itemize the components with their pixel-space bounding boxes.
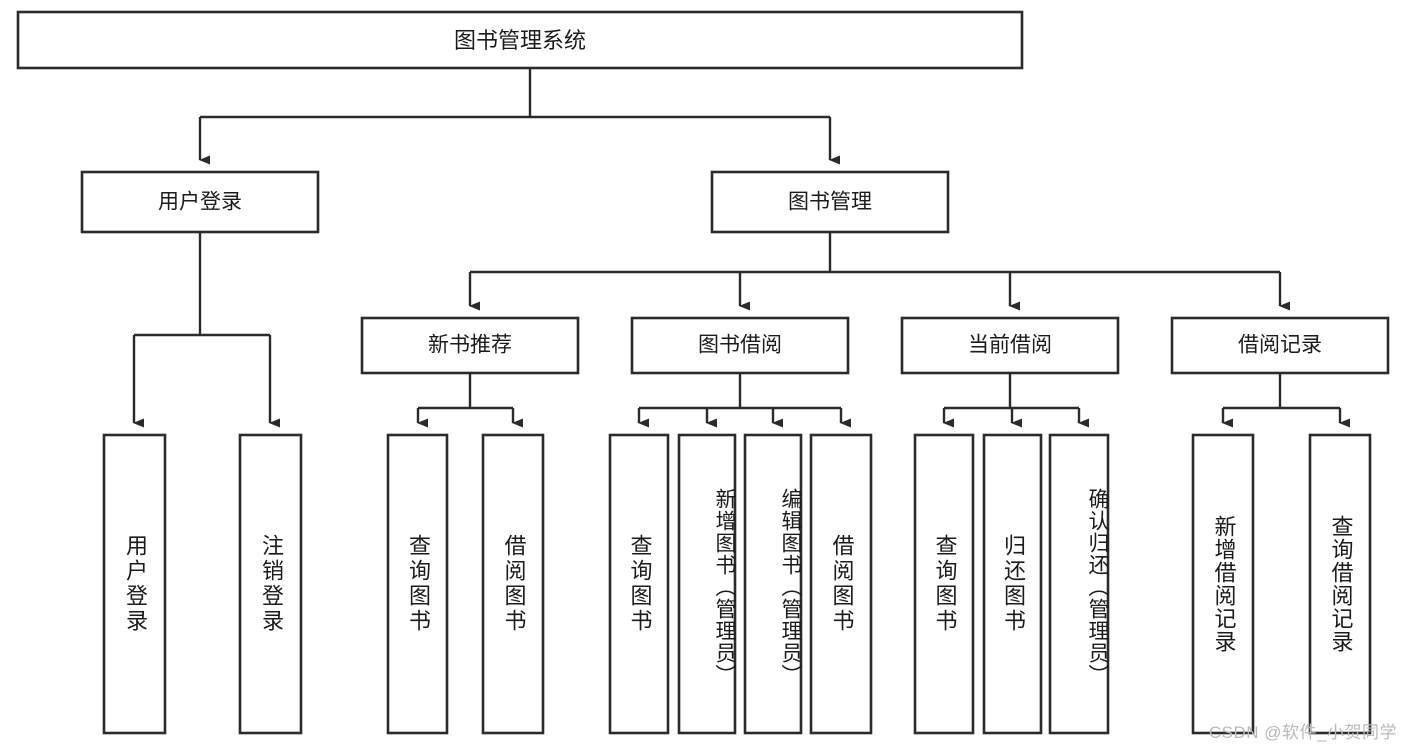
connector-layer — [132, 68, 1350, 428]
node-leaf-user-login[interactable] — [102, 433, 167, 735]
node-new-book-recommend[interactable]: 新书推荐 — [360, 316, 580, 375]
node-leaf-edit-book-admin[interactable] — [743, 433, 803, 735]
node-borrow-record-label: 借阅记录 — [1238, 334, 1322, 357]
node-leaf-query-book-cur[interactable] — [913, 433, 975, 735]
node-leaf-return-book[interactable] — [982, 433, 1043, 735]
node-leaf-add-borrow-record[interactable] — [1191, 433, 1255, 735]
node-book-borrow[interactable]: 图书借阅 — [630, 316, 850, 375]
node-leaf-confirm-return[interactable] — [1048, 433, 1110, 735]
node-leaf-logout-login[interactable] — [238, 433, 303, 735]
node-leaf-borrow-book-brw[interactable] — [809, 433, 873, 735]
node-new-book-recommend-label: 新书推荐 — [428, 334, 512, 357]
node-layer: 图书管理系统 用户登录 图书管理 新书推荐 图书借阅 当前 — [16, 10, 1390, 735]
node-book-manage[interactable]: 图书管理 — [710, 170, 950, 234]
node-root-label: 图书管理系统 — [454, 28, 586, 53]
watermark: CSDN @软件_小贺同学 — [1208, 723, 1397, 742]
node-current-borrow-label: 当前借阅 — [968, 334, 1052, 357]
node-leaf-query-book-brw[interactable] — [608, 433, 670, 735]
node-leaf-query-borrow-rec[interactable] — [1308, 433, 1372, 735]
node-leaf-borrow-book-rec[interactable] — [481, 433, 545, 735]
node-leaf-query-book-rec[interactable] — [386, 433, 449, 735]
node-book-borrow-label: 图书借阅 — [698, 334, 782, 357]
node-borrow-record[interactable]: 借阅记录 — [1170, 316, 1390, 375]
node-user-login[interactable]: 用户登录 — [80, 170, 320, 234]
node-root[interactable]: 图书管理系统 — [16, 10, 1024, 70]
node-leaf-add-book-admin[interactable] — [677, 433, 737, 735]
node-user-login-label: 用户登录 — [158, 191, 242, 214]
node-current-borrow[interactable]: 当前借阅 — [900, 316, 1120, 375]
node-book-manage-label: 图书管理 — [788, 191, 872, 214]
